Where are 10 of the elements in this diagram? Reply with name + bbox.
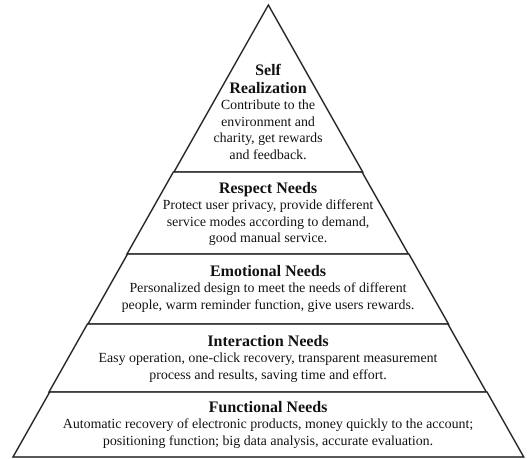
tier-heading: Self Realization xyxy=(228,62,308,98)
tier-heading: Emotional Needs xyxy=(208,263,327,281)
tier-heading: Interaction Needs xyxy=(206,333,330,351)
tier-description: Contribute to the environment and charity, get rewards and feedback. xyxy=(212,98,324,164)
tier-description: Automatic recovery of electronic products, money quickly to the account; positioning function; big data analysis, accurate evaluation. xyxy=(62,417,474,450)
tier-description: Protect user privacy, provide different service modes according to demand, good manual service. xyxy=(162,198,374,248)
tier-description: Personalized design to meet the needs of different people, warm reminder function, give users rewards. xyxy=(120,281,416,314)
tier-description: Easy operation, one-click recovery, transparent measurement process and results, saving time and effort. xyxy=(98,351,438,384)
tier-heading: Respect Needs xyxy=(218,180,318,198)
tier-heading: Functional Needs xyxy=(208,399,328,417)
